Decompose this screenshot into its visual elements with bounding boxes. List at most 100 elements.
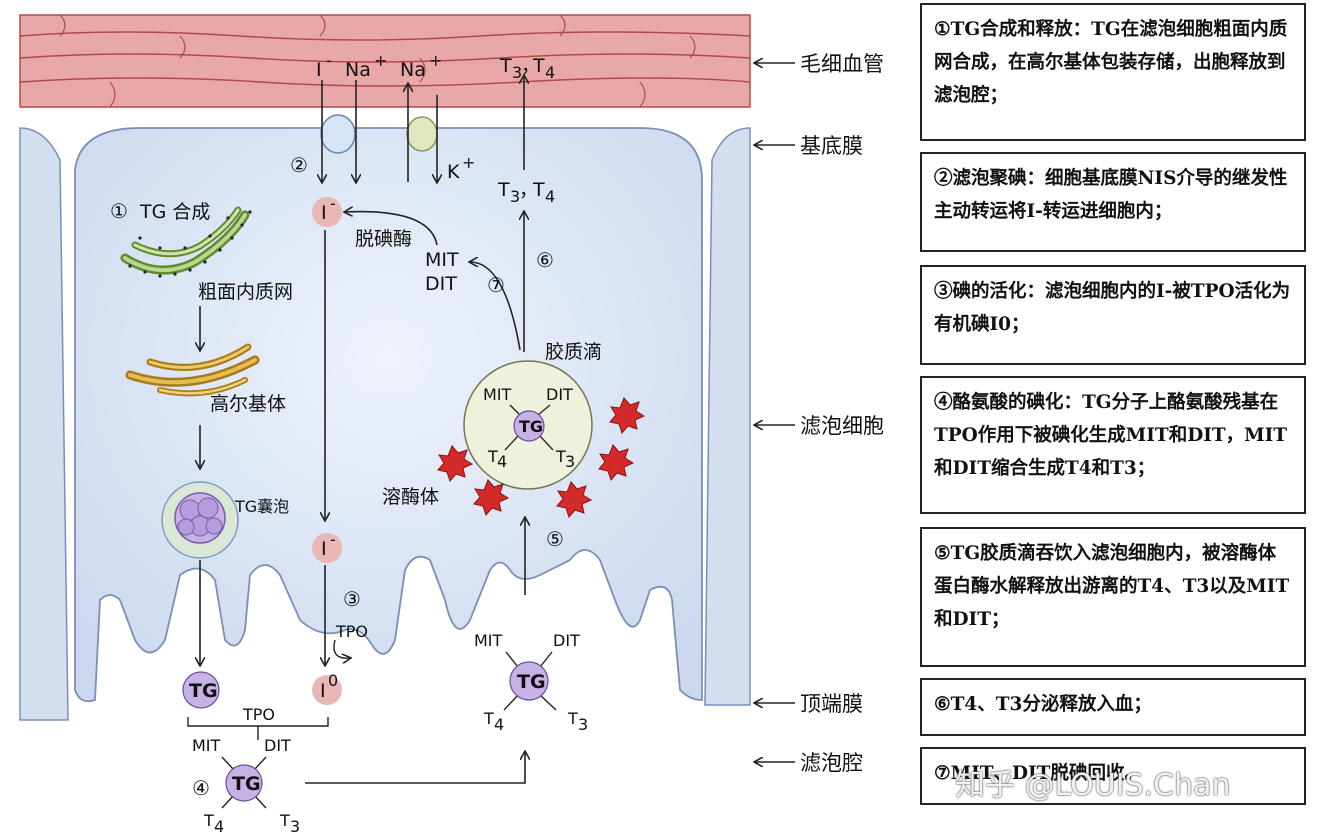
rough-er-icon	[120, 206, 252, 278]
iodine0-text: I	[320, 680, 326, 702]
t3-label-step4: T 3	[279, 811, 300, 836]
svg-text:T: T	[483, 709, 494, 728]
svg-text:3: 3	[578, 715, 588, 734]
golgi-icon	[125, 343, 260, 397]
tg-circle-lumen	[182, 671, 220, 709]
tg-text-apical: TG	[517, 671, 546, 693]
follicular-cell-label: 滤泡细胞	[800, 414, 884, 438]
mit-label-cell: MIT	[425, 249, 459, 271]
golgi-label: 高尔基体	[210, 393, 286, 415]
tg-synthesis-label: TG 合成	[139, 201, 210, 223]
deiodinase-label: 脱碘酶	[355, 228, 412, 250]
svg-text:，: ，	[521, 55, 540, 77]
step-6-marker: ⑥	[536, 248, 554, 272]
lysosome-5	[556, 481, 593, 518]
iodide-text-1: I	[321, 202, 327, 224]
na-sup-1: +	[374, 51, 387, 70]
right-neighbor-cell	[704, 127, 751, 706]
iodide-text-2-sup: -	[330, 530, 336, 549]
iodide-circle-1	[312, 197, 342, 227]
svg-text:T: T	[203, 811, 214, 830]
svg-text:T: T	[497, 179, 510, 201]
iodine0-circle	[312, 675, 342, 705]
k-sup: +	[462, 153, 475, 172]
note-step-5: ⑤TG胶质滴吞饮入滤泡细胞内，被溶酶体蛋白酶水解释放出游离的T4、T3以及MIT…	[920, 527, 1306, 667]
lysosome-4	[473, 479, 510, 516]
svg-text:4: 4	[494, 715, 504, 734]
tpo-label-bracket: TPO	[242, 705, 275, 724]
mit-label-step4: MIT	[192, 736, 221, 755]
na-k-pump	[406, 116, 438, 152]
mit-label-lumen-right: MIT	[474, 631, 503, 650]
note-step-1: ①TG合成和释放：TG在滤泡细胞粗面内质网合成，在高尔基体包装存储，出胞释放到滤…	[920, 3, 1306, 141]
step-1-marker: ①	[110, 199, 128, 223]
iodide-sup: -	[326, 51, 332, 70]
tg-circle-apical	[509, 661, 549, 701]
na-label-1: Na	[345, 59, 371, 81]
svg-text:3: 3	[512, 63, 522, 82]
t4-label-colloid: T 4	[487, 447, 507, 471]
colloid-droplet-label: 胶质滴	[545, 341, 602, 363]
iodide-text-2: I	[321, 538, 327, 560]
k-label: K	[447, 161, 460, 183]
svg-text:4: 4	[545, 63, 555, 82]
dit-label-colloid: DIT	[546, 385, 573, 404]
t3-t4-cell-label: T 3 ， T 4	[497, 179, 555, 206]
lysosome-icons	[437, 397, 646, 518]
iodide-label-top: I	[316, 59, 322, 81]
thyroid-diagram: I - Na + Na + K + T 3 ， T 4 T 3 ， T 4 ② …	[19, 14, 884, 836]
dit-label-lumen-right: DIT	[553, 631, 580, 650]
dit-label-cell: DIT	[425, 273, 457, 295]
tg-vesicle-icon	[161, 481, 239, 559]
capillary-label: 毛细血管	[800, 52, 884, 76]
watermark: 知乎 @LOUIS.Chan	[955, 768, 1231, 803]
follicle-lumen-label: 滤泡腔	[800, 751, 863, 775]
note-step-6: ⑥T4、T3分泌释放入血；	[920, 678, 1306, 736]
tg-circle-colloid	[513, 410, 545, 442]
lysosome-2	[598, 444, 635, 481]
lysosome-label: 溶酶体	[382, 486, 439, 508]
tg-circle-step4	[225, 764, 263, 802]
svg-text:T: T	[567, 709, 578, 728]
t3-label-colloid: T 3	[555, 447, 575, 471]
t3-label-apical: T 3	[567, 709, 588, 734]
svg-text:T: T	[499, 55, 512, 77]
svg-text:T: T	[532, 179, 545, 201]
lysosome-3	[437, 445, 474, 482]
svg-text:3: 3	[510, 187, 520, 206]
lysosome-1	[609, 397, 646, 434]
follicular-cell	[74, 127, 703, 703]
t4-label-step4: T 4	[203, 811, 224, 836]
note-step-2: ②滤泡聚碘：细胞基底膜NIS介导的继发性主动转运将I-转运进细胞内；	[920, 152, 1306, 252]
svg-text:4: 4	[497, 452, 507, 471]
tg-text-colloid: TG	[519, 417, 543, 436]
tg-text-lumen: TG	[189, 680, 218, 702]
step-3-marker: ③	[343, 587, 361, 611]
tg-text-step4: TG	[232, 773, 261, 795]
note-step-7: ⑦MIT、DIT脱碘回收。	[920, 747, 1306, 805]
iodide-circle-2	[312, 533, 342, 563]
left-neighbor-cell	[19, 127, 69, 721]
side-labels: 毛细血管 基底膜 滤泡细胞 顶端膜 滤泡腔	[755, 52, 884, 775]
na-label-2: Na	[400, 59, 426, 81]
svg-text:4: 4	[545, 187, 555, 206]
svg-text:T: T	[279, 811, 290, 830]
nis-transporter	[320, 114, 356, 154]
capillary	[19, 14, 751, 108]
svg-text:4: 4	[214, 817, 224, 836]
step-4-marker: ④	[192, 776, 210, 800]
tpo-label-step3: TPO	[335, 622, 368, 641]
svg-text:T: T	[555, 447, 566, 466]
iodide-text-1-sup: -	[330, 194, 336, 213]
mit-label-colloid: MIT	[483, 385, 512, 404]
note-step-3: ③碘的活化：滤泡细胞内的I-被TPO活化为有机碘I0；	[920, 265, 1306, 365]
apical-membrane-label: 顶端膜	[800, 692, 863, 716]
t3-t4-blood-label: T 3 ， T 4	[499, 55, 555, 82]
svg-text:3: 3	[290, 817, 300, 836]
step-2-marker: ②	[290, 153, 308, 177]
basement-membrane-label: 基底膜	[800, 134, 863, 158]
rough-er-label: 粗面内质网	[198, 281, 293, 303]
svg-text:T: T	[532, 55, 545, 77]
na-sup-2: +	[429, 51, 442, 70]
svg-text:3: 3	[565, 452, 575, 471]
